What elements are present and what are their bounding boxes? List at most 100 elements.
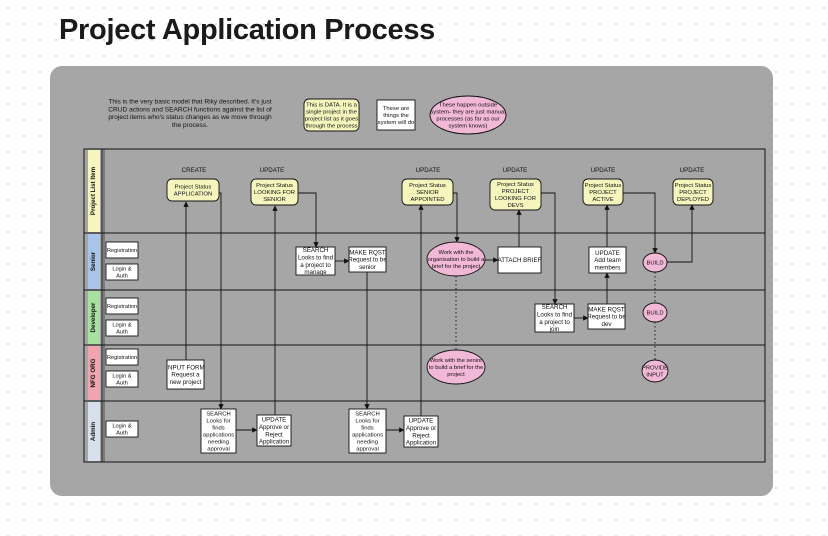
manual-process-shape <box>429 95 507 135</box>
senior-brief-line: Work with the <box>438 250 473 256</box>
dev-search-line: SEARCH <box>542 304 568 311</box>
system-action-shape <box>376 99 416 131</box>
lane-label-admin: Admin <box>90 422 97 441</box>
lane-developer: Developer <box>84 291 765 346</box>
provide-input-line: PROVIDE <box>642 366 668 372</box>
senior-search-line: Looks to find <box>298 255 334 262</box>
stage-label: CREATE <box>182 167 207 174</box>
stage-label: UPDATE <box>503 167 528 174</box>
dev-search-line: a project to <box>539 319 570 326</box>
edge-looking-to-senior-search <box>298 192 319 248</box>
developer-auth-0-node: Registration <box>105 297 139 315</box>
manual-process-shape <box>642 302 668 323</box>
senior-brief-line: brief for the project <box>432 264 481 270</box>
status-3-line: PROJECT <box>502 189 530 195</box>
legend-data-line: through the process <box>305 124 357 130</box>
admin-auth-0-line: Login & <box>112 424 131 430</box>
system-action-shape <box>105 241 139 259</box>
nfg-auth-1-line: Login & <box>112 374 131 380</box>
admin-update-1-line: Application <box>259 439 290 446</box>
admin-update-1-line: Reject <box>265 431 283 438</box>
status-1-line: LOOKING FOR <box>254 190 295 196</box>
admin-search-1-line: finds <box>212 426 224 432</box>
senior-auth-0-node: Registration <box>105 241 139 259</box>
lane-label-senior: Senior <box>90 251 97 271</box>
lane-label-developer: Developer <box>90 302 97 333</box>
status-3-line: Project Status <box>497 182 534 188</box>
legend-manual-line: processes (as far as our <box>436 117 499 123</box>
intro-note-line: the process. <box>172 122 208 129</box>
admin-update-2-line: Reject <box>412 432 430 439</box>
admin-search-2-line: approval <box>356 446 379 452</box>
input-form-line: Request a <box>171 372 200 379</box>
admin-search-1-line: approval <box>207 446 230 452</box>
developer-auth-1-line: Login & <box>112 323 131 329</box>
add-team-line: UPDATE <box>595 250 620 257</box>
stage-label: UPDATE <box>680 167 705 174</box>
data-status-shape <box>401 178 454 206</box>
attach-brief-line: ATTACH BRIEF <box>498 257 542 264</box>
system-action-shape <box>200 408 237 454</box>
status-1-line: Project Status <box>256 183 293 189</box>
system-action-shape <box>256 414 292 447</box>
data-status-shape <box>250 178 299 206</box>
senior-auth-1-line: Login & <box>112 267 131 273</box>
senior-request-line: senior <box>359 264 376 271</box>
status-2-line: Project Status <box>409 183 446 189</box>
provide-input-line: INPUT <box>646 372 664 378</box>
input-form-line: INPUT FORM <box>166 364 204 371</box>
system-action-shape <box>403 415 439 448</box>
lane-header-developer <box>88 291 100 344</box>
build-senior-line: BUILD <box>646 261 663 267</box>
legend-manual-line: system- they are just manual <box>430 110 505 116</box>
nfg-brief-line: to build a brief for the <box>429 365 483 371</box>
build-dev-node: BUILD <box>642 302 668 323</box>
admin-search-2-line: SEARCH <box>355 412 380 418</box>
data-status-shape <box>166 178 220 202</box>
system-action-shape <box>295 246 336 276</box>
lane-label-nfg: NFG ORG <box>90 358 97 387</box>
status-0-line: Project Status <box>175 185 212 191</box>
attach-brief-node: ATTACH BRIEF <box>497 246 542 274</box>
admin-search-2-line: applications <box>352 433 383 439</box>
build-dev-line: BUILD <box>646 311 663 317</box>
senior-auth-0-line: Registration <box>107 248 137 254</box>
system-action-shape <box>166 359 205 390</box>
admin-search-2-line: needing <box>357 440 378 446</box>
admin-auth-0-node: Login &Auth <box>105 420 139 438</box>
lane-header-nfg <box>88 346 100 400</box>
admin-search-1-line: Looks for <box>206 419 230 425</box>
manual-process-shape <box>426 241 486 277</box>
dev-request-line: MAKE RQST <box>588 306 625 313</box>
nfg-brief-line: Work with the senior <box>430 358 482 364</box>
status-4-line: Project Status <box>585 183 622 189</box>
developer-auth-1-node: Login &Auth <box>105 319 139 337</box>
legend-data-line: project list as it goes <box>305 117 358 123</box>
status-3-line: DEVS <box>507 203 523 209</box>
data-status-shape <box>303 98 360 132</box>
legend-system-line: system will do <box>378 120 415 126</box>
system-action-shape <box>587 303 626 330</box>
lane-label-project: Project List Item <box>90 166 97 215</box>
nfg-auth-1-node: Login &Auth <box>105 370 139 388</box>
status-2-line: SENIOR <box>416 190 439 196</box>
edge-looking-devs-to-dev-search <box>541 192 558 305</box>
admin-search-2-line: Looks for <box>355 419 379 425</box>
developer-auth-0-line: Registration <box>107 304 137 310</box>
dev-search-line: Looks to find <box>537 312 573 319</box>
data-status-shape <box>672 178 714 206</box>
system-action-shape <box>588 246 627 274</box>
admin-search-1-line: SEARCH <box>206 412 231 418</box>
status-2-line: APPOINTED <box>410 197 444 203</box>
